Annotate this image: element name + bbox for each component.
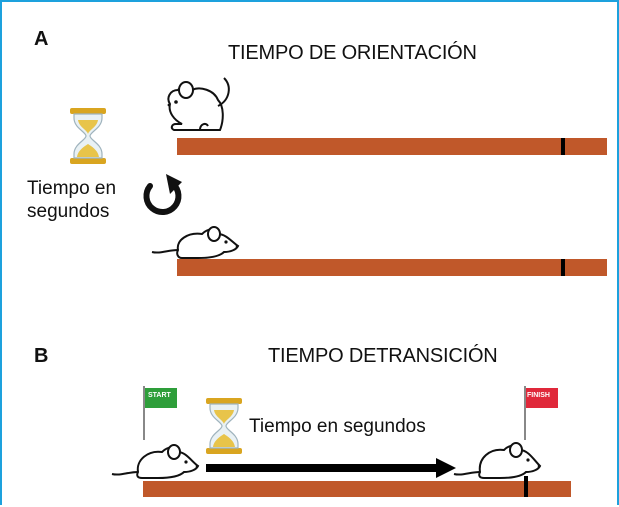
hourglass-icon bbox=[70, 108, 106, 164]
panel-a-time-label-line2: segundos bbox=[27, 201, 110, 222]
beam-a1-marker bbox=[561, 138, 565, 155]
hourglass-icon bbox=[206, 398, 242, 454]
mouse-icon bbox=[167, 77, 230, 131]
beam-b bbox=[143, 481, 571, 497]
beam-a2-marker bbox=[561, 259, 565, 276]
beam-a2 bbox=[177, 259, 607, 276]
arrow-right-icon bbox=[206, 458, 456, 478]
flag-icon bbox=[524, 386, 558, 440]
panel-a-time-label-line1: Tiempo en bbox=[27, 178, 117, 199]
beam-b-marker bbox=[524, 476, 528, 497]
start-flag-label: START bbox=[148, 392, 171, 399]
flag-icon bbox=[143, 386, 177, 440]
mouse-icon bbox=[151, 226, 240, 259]
rotate-arrow-icon bbox=[143, 174, 182, 216]
finish-flag-label: FINISH bbox=[527, 392, 550, 399]
beam-a1 bbox=[177, 138, 607, 155]
panel-b-letter: B bbox=[34, 345, 49, 367]
panel-a-letter: A bbox=[34, 28, 49, 50]
panel-a-title: TIEMPO DE ORIENTACIÓN bbox=[228, 42, 477, 64]
panel-b-title: TIEMPO DETRANSICIÓN bbox=[268, 345, 498, 367]
panel-b-time-label: Tiempo en segundos bbox=[249, 416, 426, 437]
mouse-icon bbox=[111, 444, 200, 479]
mouse-icon bbox=[453, 442, 542, 479]
